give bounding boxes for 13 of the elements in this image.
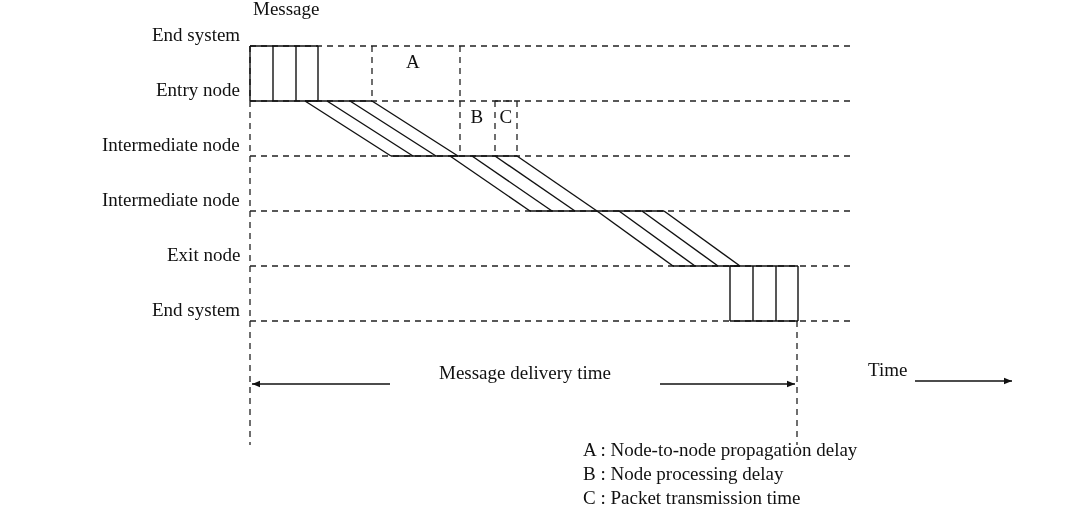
delay-marker: B — [470, 106, 484, 128]
delay-marker: C — [499, 106, 513, 128]
legend-note: A : Node-to-node propagation delay — [583, 439, 858, 461]
legend-note: B : Node processing delay — [583, 463, 784, 485]
packet-label: Message — [253, 0, 320, 20]
row-label: End system — [152, 299, 241, 321]
row-label: Intermediate node — [102, 134, 240, 156]
axis-label: Time — [868, 359, 908, 381]
row-label: End system — [152, 24, 241, 46]
legend-note: C : Packet transmission time — [583, 487, 801, 509]
row-label: Exit node — [167, 244, 241, 266]
row-label: Entry node — [156, 79, 240, 101]
row-label: Intermediate node — [102, 189, 240, 211]
